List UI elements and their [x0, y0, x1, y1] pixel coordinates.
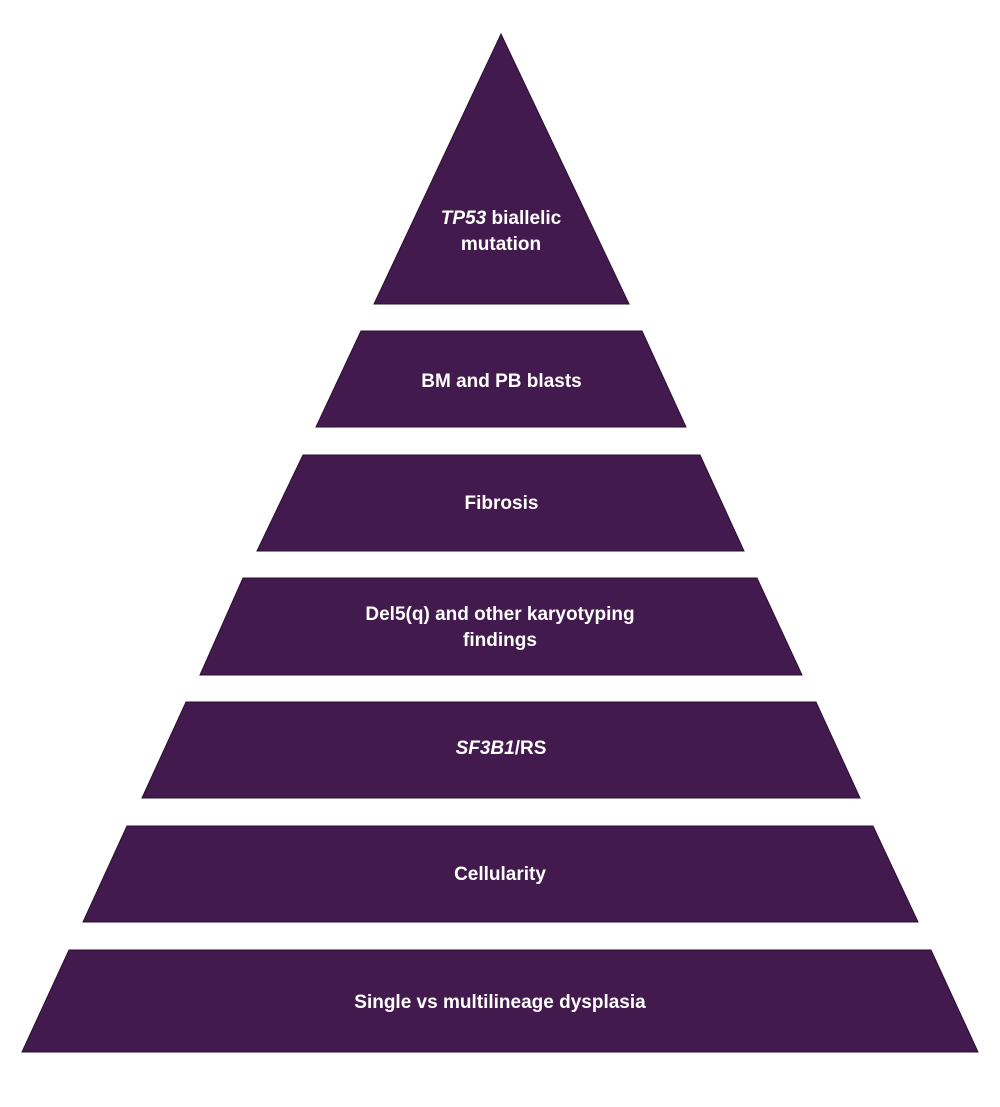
pyramid-tier-blasts: BM and PB blasts [315, 330, 687, 428]
tier-shape [373, 32, 630, 305]
label-text: Cellularity [454, 864, 546, 885]
pyramid-tiers: TP53 biallelic mutation BM and PB blastsFi… [21, 32, 979, 1053]
pyramid-tier-cellularity: Cellularity [82, 825, 919, 923]
label-text: findings [463, 630, 537, 651]
tier-label: Cellularity [454, 864, 546, 885]
pyramid-tier-dysplasia: Single vs multilineage dysplasia [21, 949, 979, 1053]
tier-shape [141, 701, 861, 799]
label-text: Del5(q) and other karyotyping [365, 604, 634, 625]
pyramid-tier-fibrosis: Fibrosis [256, 454, 745, 552]
label-text: biallelic [486, 208, 561, 229]
tier-shape [199, 577, 803, 676]
label-text: Fibrosis [465, 493, 539, 514]
label-text: Single vs multilineage dysplasia [354, 992, 646, 1013]
gene-name-italic: SF3B1 [456, 738, 515, 759]
pyramid-tier-tp53: TP53 biallelic mutation [373, 32, 630, 305]
pyramid-tier-del5q: Del5(q) and other karyotyping findings [199, 577, 803, 676]
label-text: /RS [515, 738, 547, 759]
tier-label: Fibrosis [465, 493, 539, 514]
tier-label: Single vs multilineage dysplasia [354, 992, 646, 1013]
tier-shape [256, 454, 745, 552]
tier-label: SF3B1/RS [456, 738, 547, 759]
tier-shape [82, 825, 919, 923]
tier-shape [315, 330, 687, 428]
tier-label: findings [463, 630, 537, 651]
tier-label: Del5(q) and other karyotyping [365, 604, 634, 625]
tier-label: mutation [461, 234, 541, 255]
label-text: mutation [461, 234, 541, 255]
gene-name-italic: TP53 [441, 208, 487, 229]
tier-label: TP53 biallelic [441, 208, 562, 229]
tier-label: BM and PB blasts [421, 371, 581, 392]
tier-shape [21, 949, 979, 1053]
label-text: BM and PB blasts [421, 371, 581, 392]
pyramid-tier-sf3b1: SF3B1/RS [141, 701, 861, 799]
